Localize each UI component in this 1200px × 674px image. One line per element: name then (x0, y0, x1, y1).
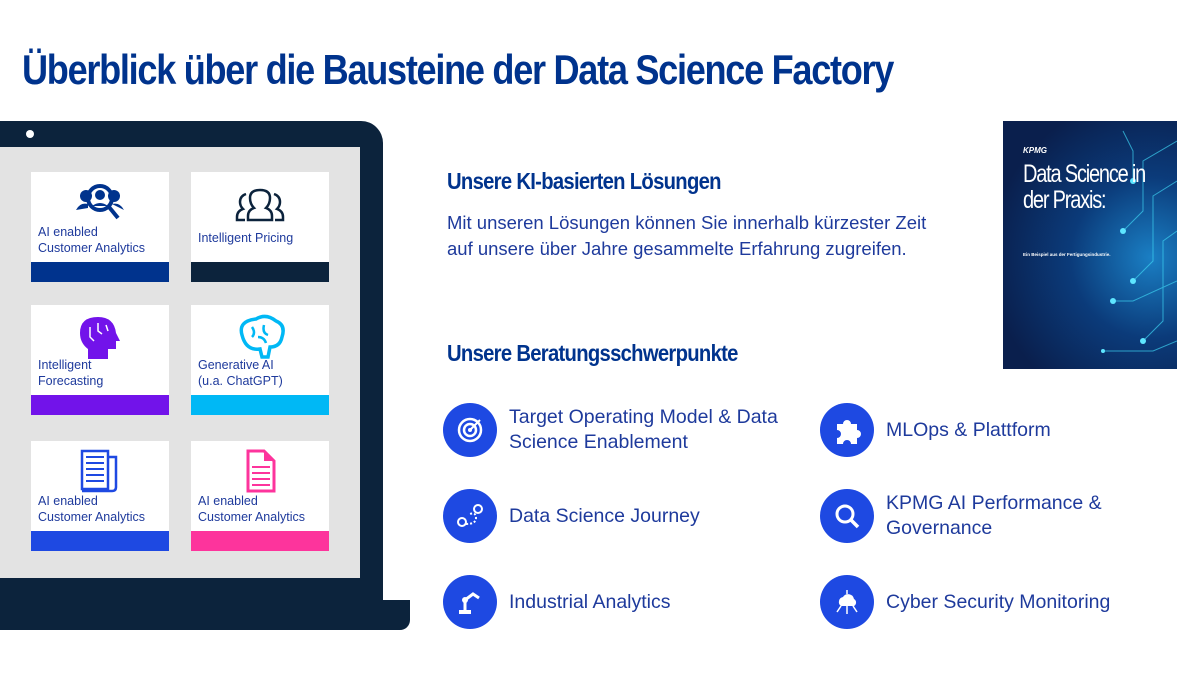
consulting-item[interactable]: Data Science Journey (443, 489, 700, 543)
tile-label: Generative AI(u.a. ChatGPT) (198, 358, 283, 388)
consulting-item-label: Cyber Security Monitoring (886, 590, 1111, 613)
consulting-item-label: Industrial Analytics (509, 590, 671, 613)
camera-dot (26, 130, 34, 138)
target-icon (443, 403, 497, 457)
consulting-heading: Unsere Beratungsschwerpunkte (447, 340, 738, 366)
cover-subtitle: Ein Beispiel aus der Fertigungsindustrie… (1023, 252, 1111, 257)
solution-tile[interactable]: Generative AI(u.a. ChatGPT) (191, 305, 329, 415)
kpmg-logo: KPMG (1023, 146, 1047, 155)
people-icon (235, 188, 285, 222)
consulting-item[interactable]: KPMG AI Performance & Governance (820, 489, 1146, 543)
document-icon (246, 449, 276, 493)
robot-arm-icon (443, 575, 497, 629)
newspaper-icon (80, 449, 118, 493)
cloud-network-icon (820, 575, 874, 629)
solutions-text: Mit unseren Lösungen können Sie innerhal… (447, 212, 927, 259)
tile-color-bar (31, 395, 169, 415)
circuit-pattern (1101, 130, 1177, 353)
ai-head-icon (80, 317, 120, 359)
customer-search-icon (76, 184, 124, 220)
consulting-item-label: KPMG AI Performance & Governance (886, 492, 1102, 539)
page-title: Überblick über die Bausteine der Data Sc… (22, 46, 894, 93)
solutions-heading: Unsere KI-basierten Lösungen (447, 168, 722, 194)
tile-color-bar (191, 262, 329, 282)
tile-label: Intelligent Pricing (198, 231, 294, 245)
consulting-item[interactable]: MLOps & Plattform (820, 403, 1051, 457)
magnifier-icon (820, 489, 874, 543)
solution-tile[interactable]: Intelligent Pricing (191, 172, 329, 282)
brain-icon (239, 314, 285, 359)
consulting-item-label: Data Science Journey (509, 504, 700, 527)
brochure-cover[interactable]: KPMG Data Science in der Praxis: Ein Bei… (1003, 121, 1177, 369)
consulting-item-label: Target Operating Model & Data Science En… (509, 406, 778, 453)
tile-color-bar (31, 262, 169, 282)
tile-color-bar (191, 395, 329, 415)
laptop-base (0, 600, 410, 630)
cover-title: Data Science in der Praxis: (1023, 160, 1146, 214)
consulting-item-label: MLOps & Plattform (886, 418, 1051, 441)
puzzle-icon (820, 403, 874, 457)
consulting-item[interactable]: Industrial Analytics (443, 575, 671, 629)
route-icon (443, 489, 497, 543)
tile-color-bar (31, 531, 169, 551)
tile-color-bar (191, 531, 329, 551)
consulting-item[interactable]: Target Operating Model & Data Science En… (443, 403, 779, 457)
consulting-item[interactable]: Cyber Security Monitoring (820, 575, 1110, 629)
